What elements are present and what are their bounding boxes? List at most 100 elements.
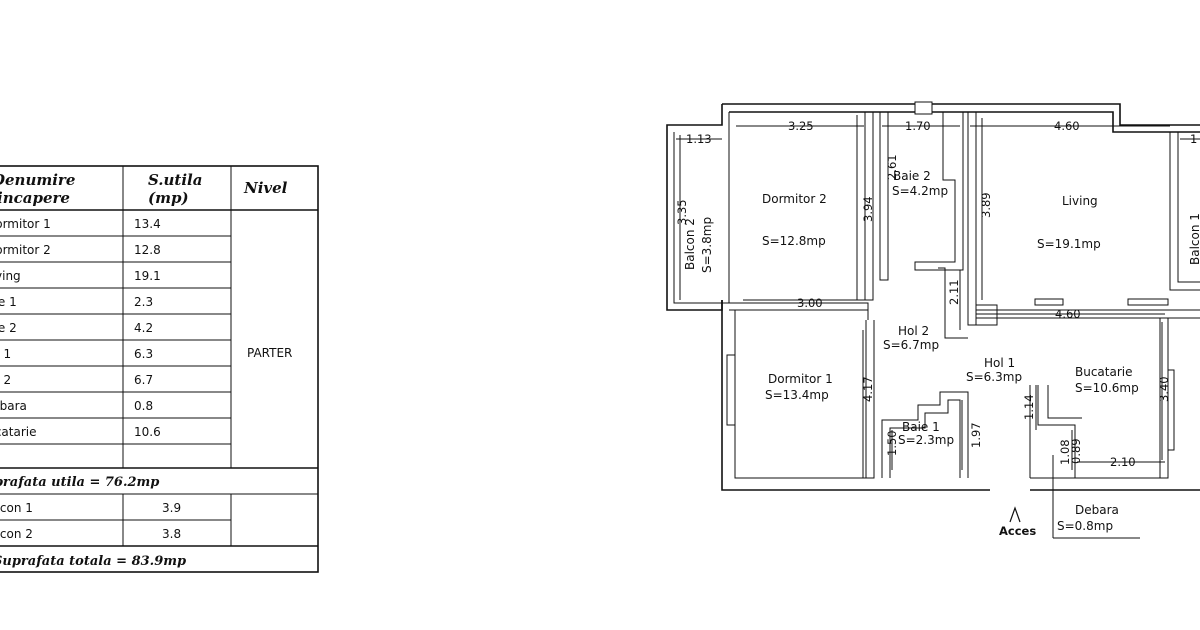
- room-bucatarie: Bucatarie S=10.6mp: [1075, 365, 1139, 395]
- row-name: Balcon 1: [0, 501, 33, 515]
- table-row: Dormitor 1 13.4: [0, 217, 161, 231]
- header-level: Nivel: [243, 179, 288, 197]
- dimension-lines: [676, 115, 1200, 478]
- row-name: Debara: [0, 399, 27, 413]
- row-area: 6.3: [134, 347, 153, 361]
- floor-plan: 1.13 3.25 1.70 4.60 1 3.35 3.94 2.61 3.8…: [666, 101, 1200, 539]
- room-name: Balcon 2: [683, 218, 697, 270]
- table-row: Living 19.1: [0, 269, 161, 283]
- dim-label: 4.60: [1054, 119, 1080, 133]
- room-name: Bucatarie: [1075, 365, 1133, 379]
- dim-label: 1.97: [969, 422, 983, 448]
- table-grid: [0, 165, 319, 573]
- dim-label: 1.13: [686, 132, 712, 146]
- dim-label: 1: [1190, 132, 1197, 146]
- room-area: S=19.1mp: [1037, 237, 1101, 251]
- level-value: PARTER: [247, 346, 292, 360]
- header-name-line1: Denumire: [0, 171, 75, 189]
- dim-label: 2.11: [947, 279, 961, 305]
- room-hol-2: Hol 2 S=6.7mp: [883, 324, 939, 352]
- room-name: Dormitor 2: [762, 192, 827, 206]
- dim-label: 2.10: [1110, 455, 1136, 469]
- row-name: Dormitor 2: [0, 243, 51, 257]
- room-dormitor-2: Dormitor 2 S=12.8mp: [762, 192, 827, 248]
- dim-label: 3.94: [861, 196, 875, 222]
- dim-label: 4.60: [1055, 307, 1081, 321]
- room-area: S=6.7mp: [883, 338, 939, 352]
- row-area: 0.8: [134, 399, 153, 413]
- room-debara: Debara S=0.8mp: [1053, 503, 1140, 539]
- room-area: S=2.3mp: [898, 433, 954, 447]
- row-name: Baie 2: [0, 321, 17, 335]
- dim-label: 1.70: [905, 119, 931, 133]
- dim-label: 3.89: [979, 192, 993, 218]
- walls: [666, 101, 1200, 538]
- row-area: 2.3: [134, 295, 153, 309]
- row-area: 10.6: [134, 425, 161, 439]
- room-name: Hol 2: [898, 324, 929, 338]
- table-row: Dormitor 2 12.8: [0, 243, 161, 257]
- row-area: 13.4: [134, 217, 161, 231]
- row-name: Hol 2: [0, 373, 11, 387]
- entrance-arrow-icon: [1009, 506, 1021, 523]
- row-name: Bucatarie: [0, 425, 37, 439]
- room-area: S=4.2mp: [892, 184, 948, 198]
- dim-label: 3.35: [675, 199, 689, 225]
- row-name: Hol 1: [0, 347, 11, 361]
- room-area: S=3.8mp: [700, 217, 714, 273]
- room-name: Baie 2: [893, 169, 931, 183]
- dim-label: 3.00: [797, 296, 823, 310]
- dim-label: 3.40: [1157, 376, 1171, 402]
- room-name: Baie 1: [902, 420, 940, 434]
- table-row: Balcon 1 3.9: [0, 501, 181, 515]
- dim-label: 3.25: [788, 119, 814, 133]
- room-hol-1: Hol 1 S=6.3mp: [966, 356, 1022, 384]
- room-area: S=10.6mp: [1075, 381, 1139, 395]
- room-balcon-1: Balcon 1: [1188, 213, 1200, 265]
- table-row: Debara 0.8: [0, 399, 153, 413]
- room-balcon-2: Balcon 2 S=3.8mp: [683, 217, 714, 273]
- room-name: Living: [1062, 194, 1098, 208]
- room-name: Debara: [1075, 503, 1119, 517]
- row-area: 4.2: [134, 321, 153, 335]
- area-table: Denumire incapere S.utila (mp) Nivel Dor…: [0, 165, 319, 573]
- header-area-line2: (mp): [148, 189, 189, 207]
- grand-total: Suprafata totala = 83.9mp: [0, 554, 186, 569]
- room-dormitor-1: Dormitor 1 S=13.4mp: [765, 372, 833, 402]
- table-row: Hol 1 6.3: [0, 347, 153, 361]
- row-area: 19.1: [134, 269, 161, 283]
- entrance-label: Acces: [999, 524, 1036, 538]
- row-name: Dormitor 1: [0, 217, 51, 231]
- row-area: 12.8: [134, 243, 161, 257]
- room-living: Living S=19.1mp: [1037, 194, 1101, 251]
- room-name: Hol 1: [984, 356, 1015, 370]
- room-area: S=13.4mp: [765, 388, 829, 402]
- room-area: S=6.3mp: [966, 370, 1022, 384]
- useful-total: Suprafata utila = 76.2mp: [0, 475, 159, 490]
- dim-label: 1.14: [1022, 394, 1036, 420]
- dim-label: 2.61: [885, 154, 899, 180]
- room-baie-2: Baie 2 S=4.2mp: [892, 169, 948, 198]
- row-name: Living: [0, 269, 21, 283]
- entrance-marker: Acces: [999, 506, 1036, 538]
- room-baie-1: Baie 1 S=2.3mp: [898, 420, 954, 447]
- dim-label: 4.17: [861, 376, 875, 402]
- row-area: 6.7: [134, 373, 153, 387]
- table-row: Bucatarie 10.6: [0, 425, 161, 439]
- row-area: 3.9: [162, 501, 181, 515]
- room-name: Dormitor 1: [768, 372, 833, 386]
- row-area: 3.8: [162, 527, 181, 541]
- room-area: S=0.8mp: [1057, 519, 1113, 533]
- table-row: Baie 1 2.3: [0, 295, 153, 309]
- header-name-line2: incapere: [0, 189, 70, 207]
- table-row: Balcon 2 3.8: [0, 527, 181, 541]
- header-area-line1: S.utila: [148, 171, 202, 189]
- room-name: Balcon 1: [1188, 213, 1200, 265]
- room-area: S=12.8mp: [762, 234, 826, 248]
- table-row: Hol 2 6.7: [0, 373, 153, 387]
- table-row: Baie 2 4.2: [0, 321, 153, 335]
- dim-label: 0.89: [1069, 438, 1083, 464]
- row-name: Balcon 2: [0, 527, 33, 541]
- dim-label: 1.08: [1058, 439, 1072, 465]
- dim-label: 1.50: [885, 430, 899, 456]
